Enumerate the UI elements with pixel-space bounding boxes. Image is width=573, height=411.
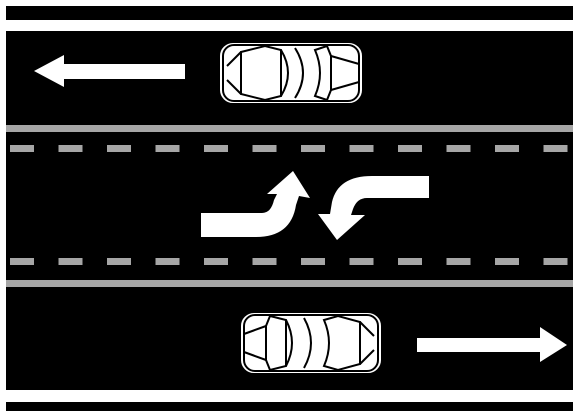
lane-dash: [107, 258, 131, 265]
lane-dash: [59, 145, 83, 152]
lane-dash: [495, 145, 519, 152]
lane-dash: [10, 258, 34, 265]
lane-dash: [544, 258, 568, 265]
lane-dash: [447, 145, 471, 152]
lane-dash: [301, 145, 325, 152]
lane-dash: [495, 258, 519, 265]
lane-dash: [350, 258, 374, 265]
top-border-strip: [6, 6, 573, 20]
center-lane-edge-top: [6, 125, 573, 132]
bottom-border-strip: [6, 402, 573, 411]
lane-dash: [253, 145, 277, 152]
lane-dash: [204, 145, 228, 152]
lane-dash: [156, 145, 180, 152]
center-lane-edge-bottom: [6, 280, 573, 287]
lane-dash: [398, 145, 422, 152]
car-bottom-lane: [240, 312, 382, 374]
car-top-lane: [219, 42, 363, 104]
lane-dash: [253, 258, 277, 265]
lane-dash: [107, 145, 131, 152]
lane-dash: [59, 258, 83, 265]
lane-dash: [10, 145, 34, 152]
lane-dash: [398, 258, 422, 265]
lane-dash: [156, 258, 180, 265]
lane-dash: [447, 258, 471, 265]
lane-dash: [350, 145, 374, 152]
lane-dash: [544, 145, 568, 152]
lane-dash: [204, 258, 228, 265]
lane-dash: [301, 258, 325, 265]
